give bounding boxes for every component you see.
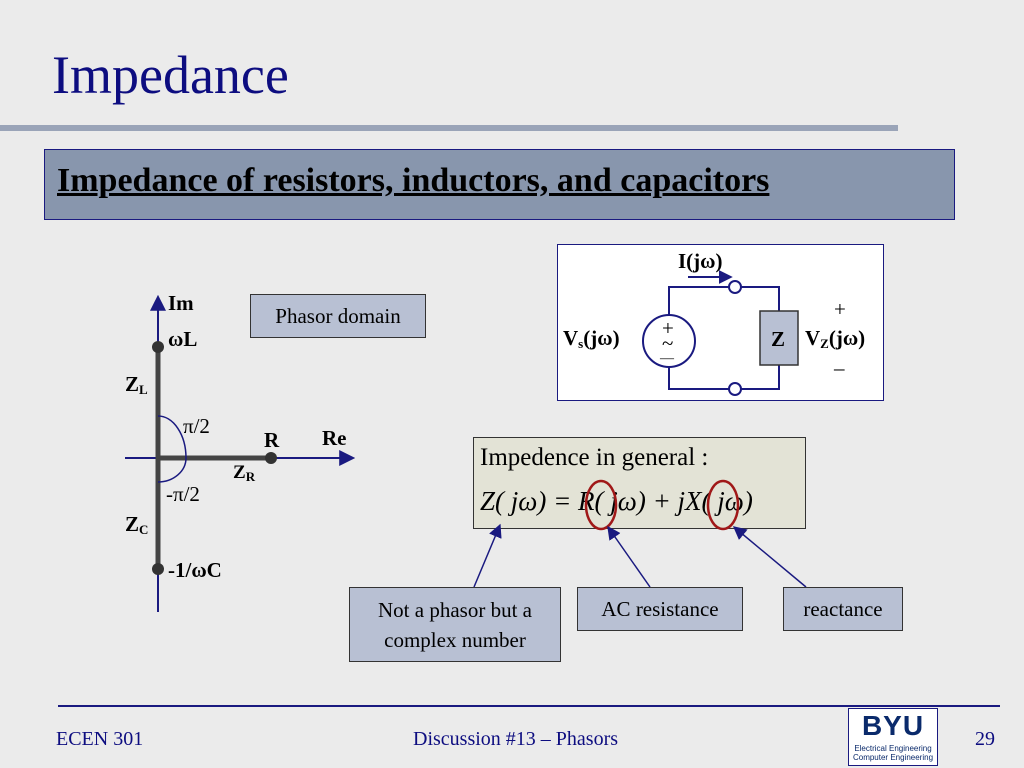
phasor-note-callout: Not a phasor but a complex number: [349, 587, 561, 662]
zl-label: ZL: [125, 372, 148, 397]
neg-pi-half-arc: [157, 457, 187, 483]
impedance-element: [759, 310, 799, 366]
x-highlight-circle: [706, 479, 740, 531]
vz-label: VZ(jω): [805, 326, 866, 351]
slide-title: Impedance: [52, 45, 289, 105]
zr-endpoint: [265, 452, 277, 464]
bottom-wire: [668, 367, 729, 390]
pi-half-arc: [157, 415, 187, 459]
vz-plus: +: [834, 297, 846, 321]
zl-endpoint: [152, 341, 164, 353]
footer-course: ECEN 301: [56, 728, 144, 750]
zr-label: ZR: [233, 462, 256, 484]
formula-heading: Impedence in general :: [480, 444, 709, 471]
phasor-note-arrow: [473, 523, 502, 588]
bottom-right-wire: [741, 365, 780, 390]
voltage-source: [642, 314, 696, 368]
reactance-callout: reactance: [783, 587, 903, 631]
byu-logo: BYU Electrical Engineering Computer Engi…: [848, 708, 938, 766]
top-terminal: [728, 280, 742, 294]
im-label: Im: [168, 291, 194, 315]
phasor-note-line1: Not a phasor but a: [378, 598, 532, 622]
title-divider: [0, 125, 898, 131]
reactance-arrow: [732, 526, 807, 588]
top-right-wire: [741, 286, 780, 311]
re-label: Re: [322, 426, 347, 450]
source-tilde: ~: [662, 331, 673, 355]
pi-half-label: π/2: [183, 414, 210, 438]
top-wire: [668, 286, 729, 315]
subtitle-text: Impedance of resistors, inductors, and c…: [57, 162, 770, 199]
bottom-terminal: [728, 382, 742, 396]
source-plus: +: [662, 316, 674, 340]
omega-l-label: ωL: [168, 327, 197, 351]
z-label: Z: [771, 327, 785, 351]
logo-wordmark: BYU: [861, 710, 925, 741]
zc-endpoint: [152, 563, 164, 575]
r-highlight-circle: [584, 479, 618, 531]
source-voltage-label: Vs(jω): [563, 326, 620, 351]
footer-title: Discussion #13 – Phasors: [413, 728, 619, 750]
logo-department-2: Computer Engineering: [852, 753, 934, 762]
vz-minus: –: [833, 356, 845, 380]
source-minus: —: [659, 351, 675, 366]
neg-inv-omega-c-label: -1/ωC: [168, 558, 222, 582]
zc-label: ZC: [125, 512, 149, 537]
ac-resistance-arrow: [607, 525, 651, 588]
phasor-domain-label: Phasor domain: [250, 294, 426, 338]
current-label: I(jω): [678, 249, 723, 273]
neg-pi-half-label: -π/2: [166, 482, 200, 506]
subtitle-banner: Impedance of resistors, inductors, and c…: [44, 149, 955, 220]
footer-divider: [58, 705, 1000, 707]
r-label: R: [264, 428, 280, 452]
logo-department-1: Electrical Engineering: [854, 744, 932, 753]
page-number: 29: [975, 728, 995, 750]
ac-resistance-callout: AC resistance: [577, 587, 743, 631]
phasor-note-line2: complex number: [384, 628, 526, 652]
